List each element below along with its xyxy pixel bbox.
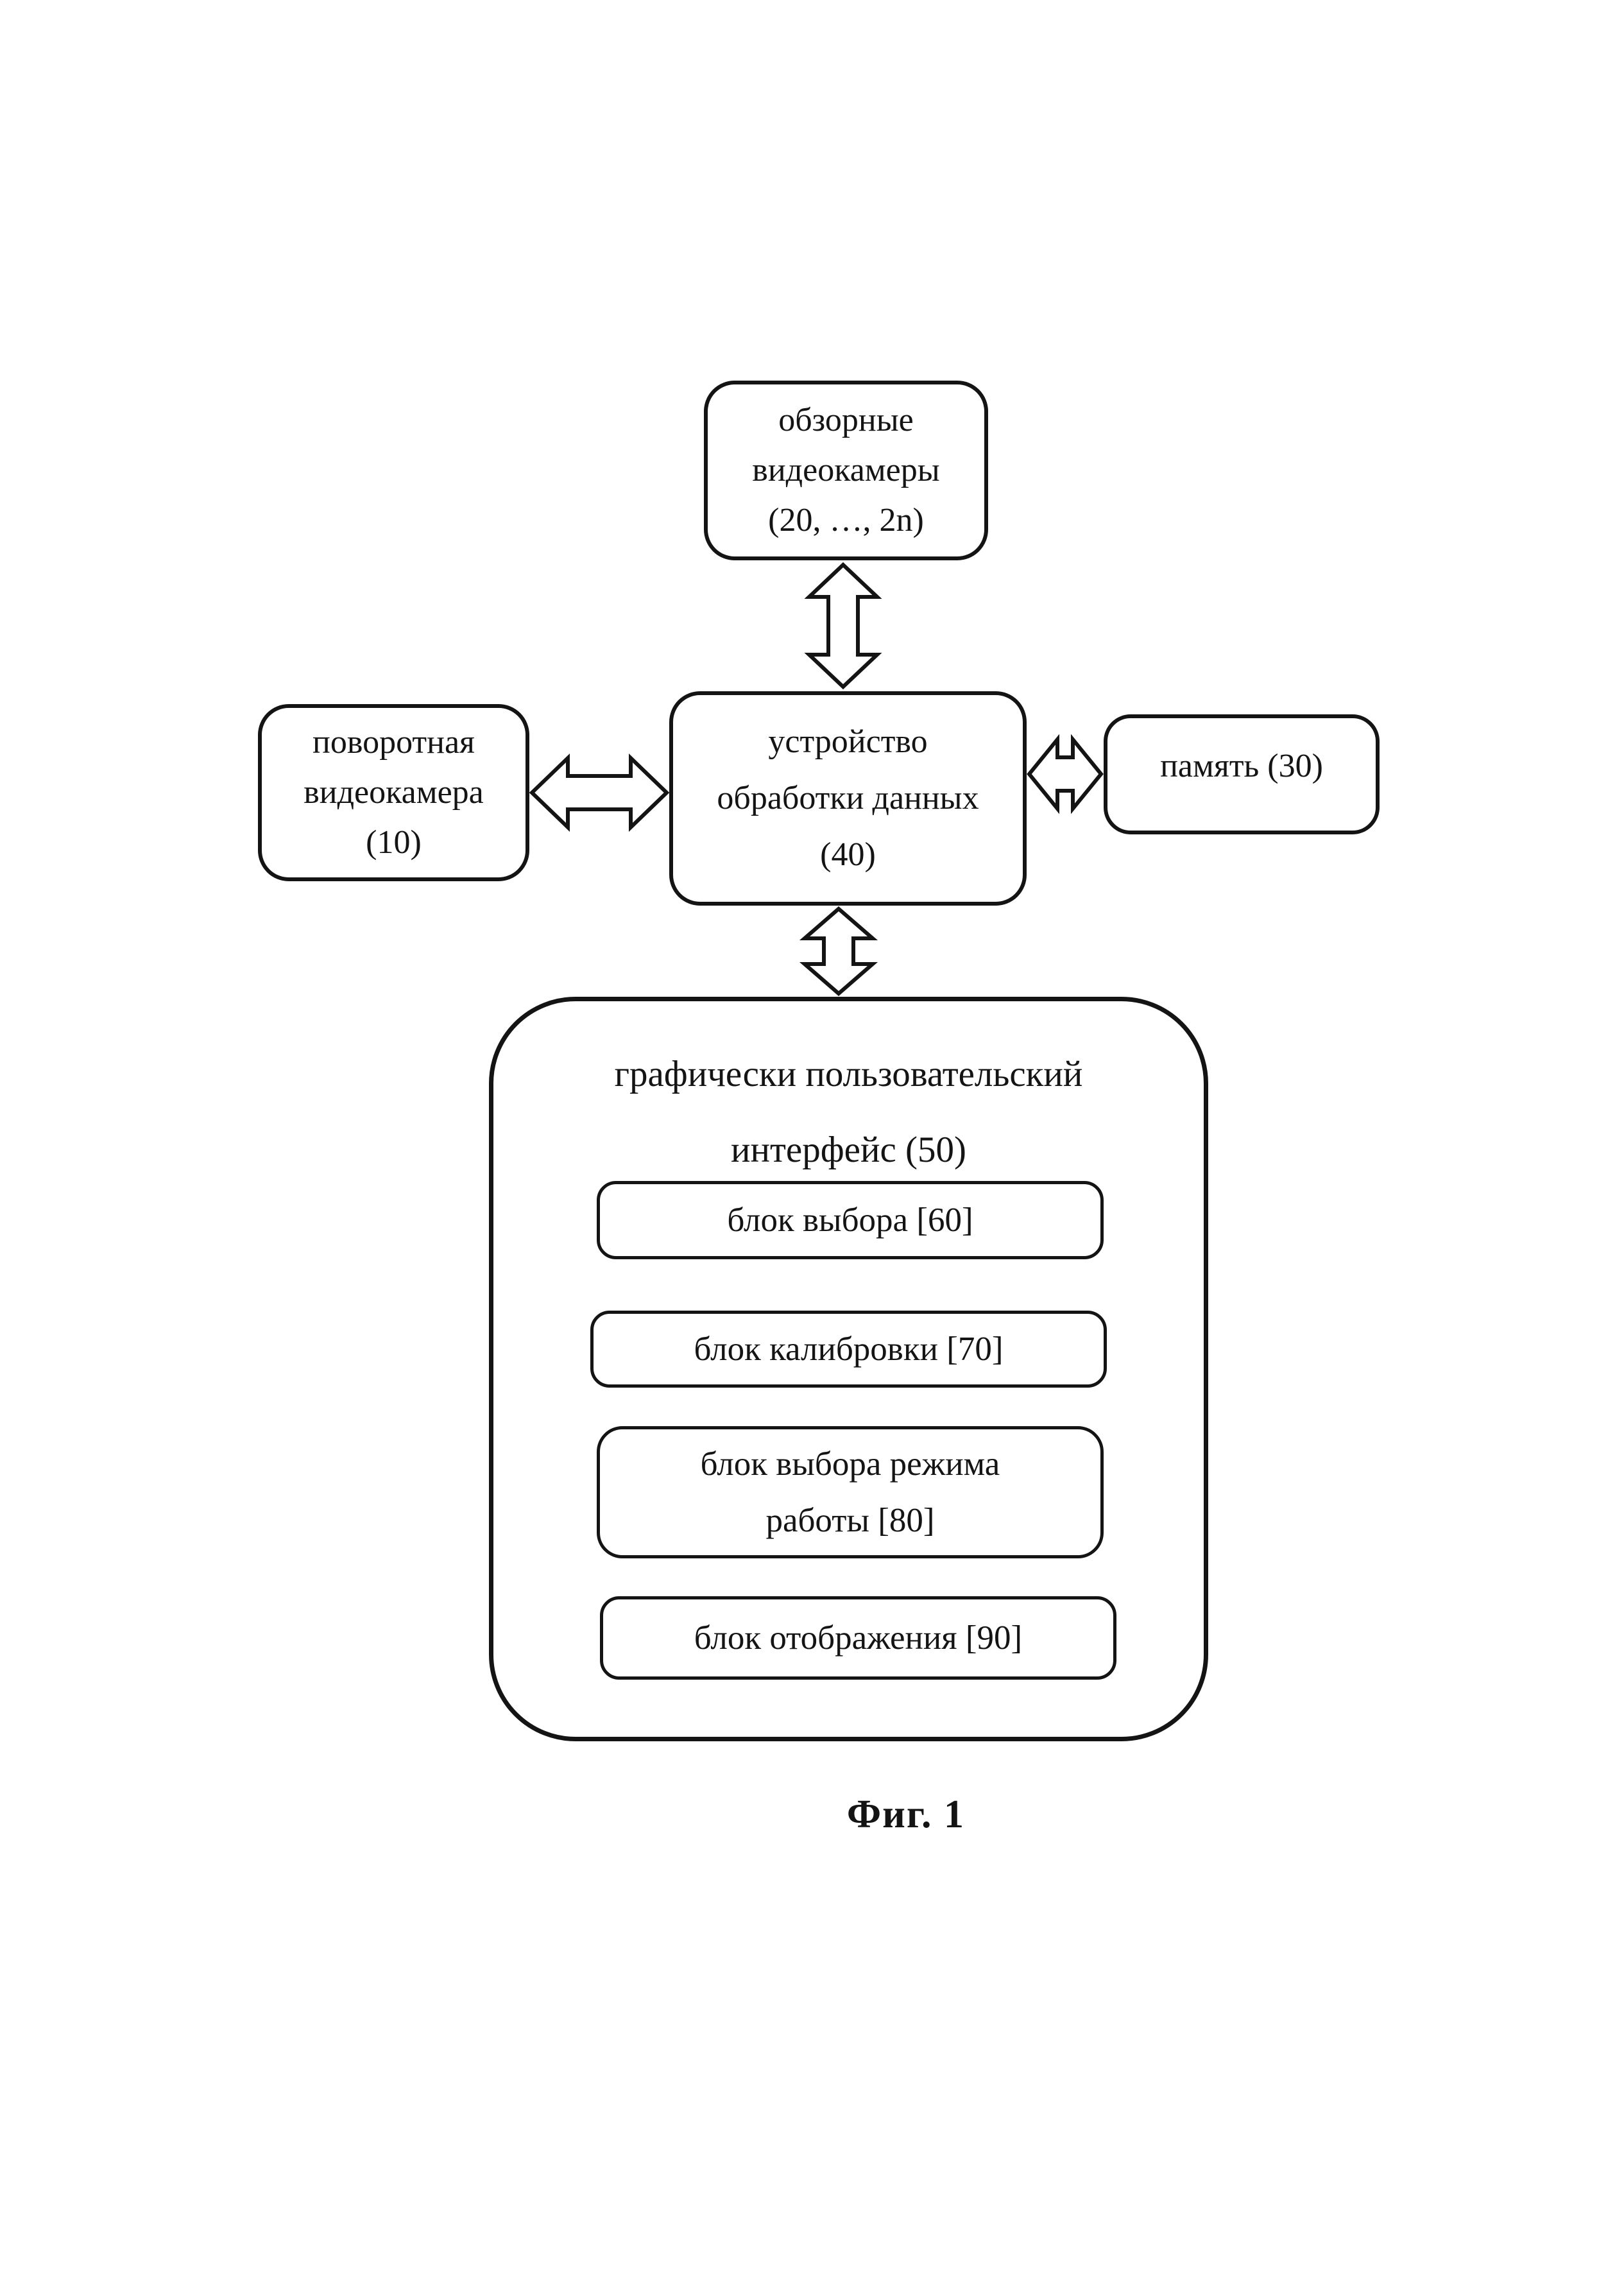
mode-selection-block-line2: работы [80] bbox=[765, 1502, 935, 1539]
mode-selection-block-line1: блок выбора режима bbox=[700, 1445, 1000, 1483]
gui-title-line2: интерфейс (50) bbox=[731, 1130, 966, 1170]
processing-device-box: устройство обработки данных (40) bbox=[669, 691, 1027, 906]
gui-title: графически пользовательский интерфейс (5… bbox=[489, 1001, 1208, 1188]
ptz-camera-line1: поворотная bbox=[312, 724, 475, 761]
mode-selection-block: блок выбора режима работы [80] bbox=[597, 1426, 1104, 1558]
processor-gui-double-arrow-icon bbox=[799, 906, 878, 996]
processing-device-line2: обработки данных bbox=[717, 780, 979, 816]
ptz-camera-line2: видеокамера bbox=[303, 774, 484, 811]
processor-memory-double-arrow-icon bbox=[1027, 734, 1104, 814]
ptz-processor-double-arrow-icon bbox=[529, 753, 670, 832]
calibration-block-label: блок калибровки [70] bbox=[694, 1331, 1004, 1368]
memory-label: память (30) bbox=[1160, 747, 1323, 784]
display-block: блок отображения [90] bbox=[600, 1596, 1116, 1680]
selection-block: блок выбора [60] bbox=[597, 1181, 1104, 1259]
figure-caption: Фиг. 1 bbox=[846, 1793, 966, 1836]
processing-device-line1: устройство bbox=[768, 723, 928, 760]
selection-block-label: блок выбора [60] bbox=[727, 1202, 973, 1239]
overview-cameras-line3: (20, …, 2n) bbox=[768, 502, 924, 538]
display-block-label: блок отображения [90] bbox=[694, 1619, 1023, 1657]
ptz-camera-box: поворотная видеокамера (10) bbox=[258, 704, 529, 881]
calibration-block: блок калибровки [70] bbox=[590, 1311, 1107, 1388]
overview-cameras-line1: обзорные bbox=[778, 402, 914, 438]
cameras-processor-double-arrow-icon bbox=[804, 562, 882, 690]
processing-device-line3: (40) bbox=[820, 836, 876, 873]
ptz-camera-line3: (10) bbox=[366, 824, 422, 861]
overview-cameras-line2: видеокамеры bbox=[752, 452, 940, 488]
memory-box: память (30) bbox=[1104, 714, 1380, 834]
gui-title-line1: графически пользовательский bbox=[614, 1054, 1083, 1094]
overview-cameras-box: обзорные видеокамеры (20, …, 2n) bbox=[704, 381, 988, 560]
